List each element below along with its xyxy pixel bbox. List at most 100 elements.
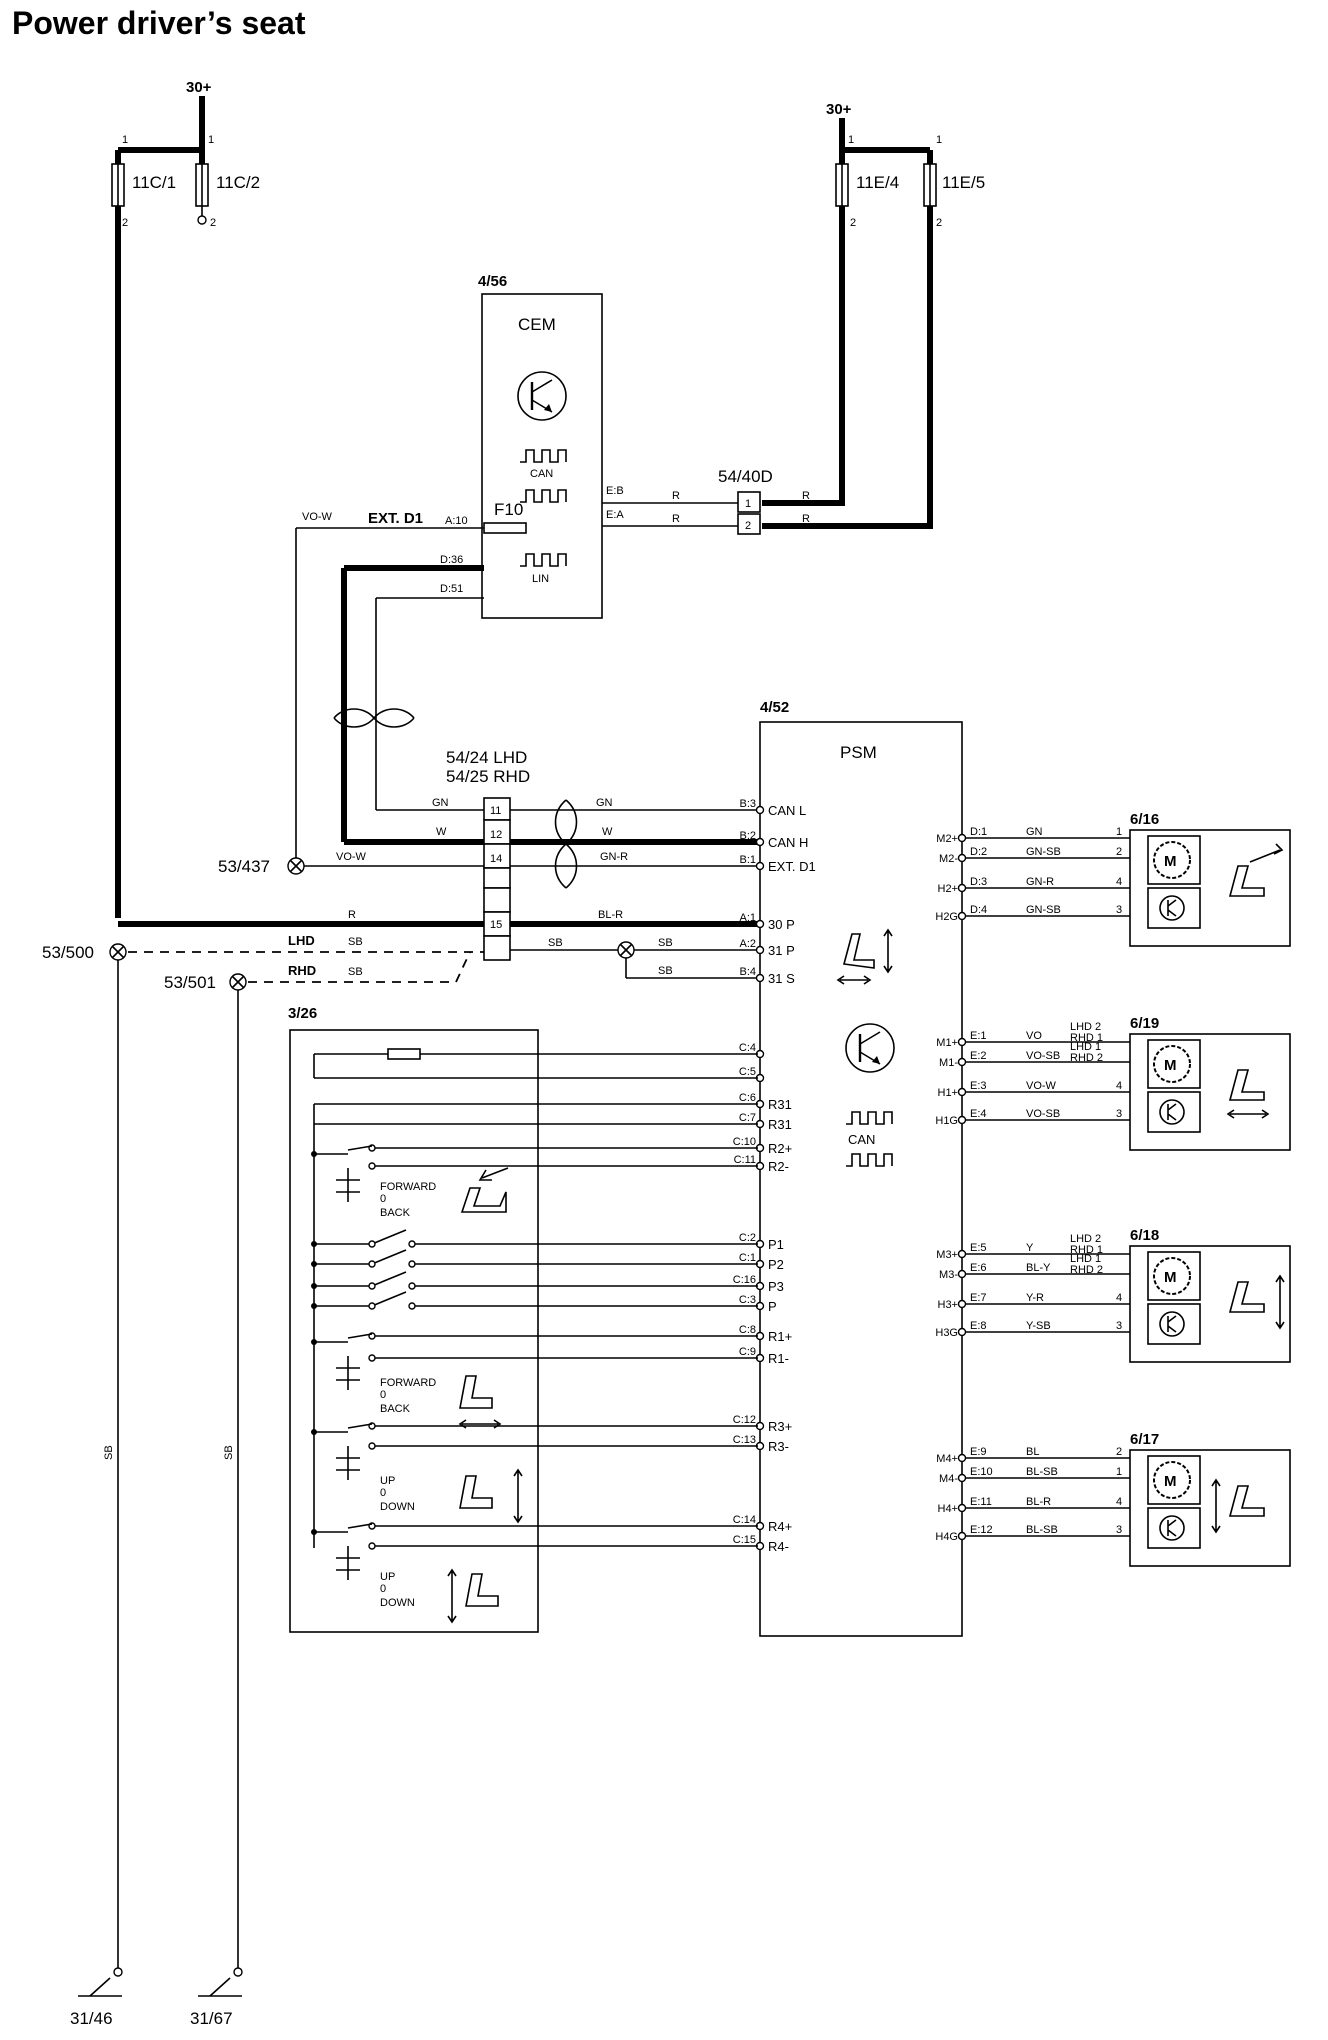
svg-text:M: M [1164, 1057, 1177, 1074]
ground-53-501: 53/501 RHD SB SB [164, 951, 471, 1968]
motor-conn: E:10 [970, 1466, 993, 1478]
svg-text:R: R [672, 490, 680, 502]
psm-pin-conn: B:1 [739, 854, 756, 866]
svg-text:GN: GN [596, 797, 613, 809]
svg-text:2: 2 [122, 217, 128, 229]
motor-wire: VO-W [1026, 1080, 1057, 1092]
psm-motor-pin: H2G [935, 911, 958, 923]
psm-pin-conn: B:3 [739, 798, 756, 810]
motor-wire: VO [1026, 1030, 1042, 1042]
psm-name: PSM [840, 743, 877, 762]
svg-text:2: 2 [936, 217, 942, 229]
motor-pin-num: 4 [1116, 876, 1122, 888]
twisted-pair-icon [333, 708, 415, 728]
seat-adjust-icon [836, 928, 893, 985]
cem-lin-label: LIN [532, 573, 549, 585]
svg-text:BL-R: BL-R [598, 909, 623, 921]
wire-ext-d1 [295, 527, 484, 858]
psm-pin-conn: C:16 [733, 1274, 756, 1286]
psm-pin-name: 31 P [768, 943, 795, 958]
psm-pin-name: R1+ [768, 1329, 792, 1344]
seat-icon [1228, 1485, 1265, 1517]
psm-ref: 4/52 [760, 699, 789, 716]
svg-text:1: 1 [122, 134, 128, 146]
connector-24-ref-rhd: 54/25 RHD [446, 767, 530, 786]
motor-note: RHD 1 [1070, 1032, 1103, 1044]
svg-text:E:A: E:A [606, 509, 624, 521]
cem-can-label: CAN [530, 468, 553, 480]
psm-module: 4/52 PSM CAN [759, 699, 963, 1637]
motor-wire: BL [1026, 1446, 1039, 1458]
motor-ref: 6/17 [1130, 1431, 1159, 1448]
psm-motor-pin: H3G [935, 1327, 958, 1339]
svg-text:GN: GN [432, 797, 449, 809]
psm-pin-conn: C:2 [739, 1232, 756, 1244]
motor-pin-num: 4 [1116, 1292, 1122, 1304]
svg-text:VO-W: VO-W [336, 851, 367, 863]
svg-text:12: 12 [490, 829, 502, 841]
motor-ref: 6/19 [1130, 1015, 1159, 1032]
motor-note: LHD 1 [1070, 1253, 1101, 1265]
psm-motor-pin: H4G [935, 1531, 958, 1543]
motor-wire: BL-SB [1026, 1466, 1058, 1478]
connector-54-40d: 54/40D 1 2 R R R R [602, 467, 810, 535]
wire-can [333, 565, 484, 842]
seat-slide-icon [458, 1375, 502, 1429]
psm-pin-name: R3+ [768, 1419, 792, 1434]
seat-icon [1228, 865, 1265, 897]
motor-pin-num: 2 [1116, 846, 1122, 858]
svg-text:SB: SB [658, 937, 673, 949]
svg-text:FORWARD: FORWARD [380, 1377, 436, 1389]
psm-motor-pin: M4- [939, 1473, 958, 1485]
svg-text:UP: UP [380, 1475, 395, 1487]
svg-text:VO-W: VO-W [302, 511, 333, 523]
svg-text:1: 1 [208, 134, 214, 146]
power-supply-left: 30+ [118, 79, 212, 153]
page-title: Power driver’s seat [12, 5, 306, 41]
motor-wire: Y [1026, 1242, 1034, 1254]
hall-sensor-icon [1159, 895, 1185, 921]
can-signal-icon: CAN [520, 449, 567, 503]
switch-ref: 3/26 [288, 1005, 317, 1022]
svg-text:W: W [436, 826, 447, 838]
svg-text:11: 11 [490, 805, 501, 817]
hall-sensor-icon [1159, 1515, 1185, 1541]
motor-pin-num: 3 [1116, 1320, 1122, 1332]
svg-text:0: 0 [380, 1487, 386, 1499]
motor-conn: E:3 [970, 1080, 987, 1092]
motor-ref: 6/16 [1130, 811, 1159, 828]
motor-wire: GN-R [1026, 876, 1054, 888]
psm-pin-name: R31 [768, 1117, 792, 1132]
motor-pin-num: 4 [1116, 1496, 1122, 1508]
svg-text:DOWN: DOWN [380, 1597, 415, 1609]
connector-24-ref-lhd: 54/24 LHD [446, 748, 527, 767]
svg-text:1: 1 [936, 134, 942, 146]
svg-text:R: R [802, 513, 810, 525]
seat-icon [1228, 1069, 1265, 1101]
motor-pin-num: 1 [1116, 826, 1122, 838]
psm-pin-name: 30 P [768, 917, 795, 932]
svg-text:BACK: BACK [380, 1207, 411, 1219]
svg-text:SB: SB [223, 1445, 235, 1460]
svg-text:1: 1 [745, 498, 751, 510]
psm-pin [755, 861, 765, 871]
cem-fuse-label: F10 [494, 500, 523, 519]
svg-text:GN-R: GN-R [600, 851, 628, 863]
motor-icon [1153, 1045, 1191, 1083]
svg-text:E:B: E:B [606, 485, 624, 497]
svg-text:31/46: 31/46 [70, 2009, 113, 2028]
motor-conn: D:1 [970, 826, 987, 838]
psm-pin-name: 31 S [768, 971, 795, 986]
psm-pin-conn: C:12 [733, 1414, 756, 1426]
twisted-pair-icon [554, 799, 578, 889]
ground-53-500: 53/500 LHD SB SB [42, 933, 484, 1968]
seat-cushion-icon [460, 1167, 509, 1213]
psm-pin-conn: C:4 [739, 1042, 756, 1054]
motor-note: LHD 1 [1070, 1041, 1101, 1053]
svg-text:A:10: A:10 [445, 515, 468, 527]
psm-pin [755, 973, 765, 983]
svg-text:2: 2 [850, 217, 856, 229]
fuse-11e4: 1 2 11E/4 [762, 134, 899, 506]
motor-conn: E:11 [970, 1496, 992, 1508]
